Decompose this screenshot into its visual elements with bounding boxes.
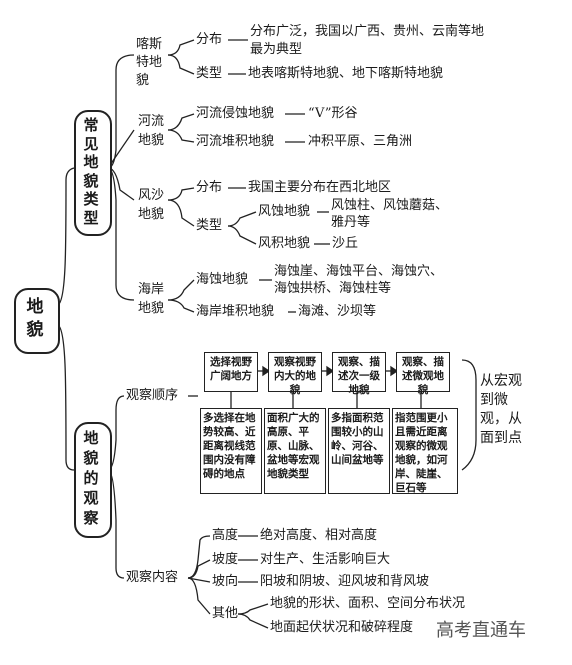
river-name: 河流地貌	[138, 114, 165, 148]
aeolian-erosion-text-2: 雅丹等	[331, 215, 371, 230]
karst-dist-label: 分布	[196, 32, 223, 47]
river-deposit-text: 冲积平原、三角洲	[308, 134, 413, 149]
aeolian-dist-text: 我国主要分布在西北地区	[248, 180, 392, 195]
step-head-box	[332, 352, 386, 392]
step-head-text: 观察、描述次一级地貌	[338, 356, 380, 396]
types-label: 常见地貌类型	[83, 116, 99, 227]
karst-type-text: 地表喀斯特地貌、地下喀斯特地貌	[248, 66, 444, 81]
aeolian-name: 风沙地貌	[138, 188, 165, 222]
coast-name: 海岸地貌	[138, 282, 165, 316]
content-other-text-2: 地面起伏状况和破碎程度	[270, 620, 414, 635]
coast-erosion-label: 海蚀地貌	[196, 272, 249, 287]
aeolian-erosion-text-1: 风蚀柱、风蚀蘑菇、	[331, 198, 449, 213]
river-erosion-text: “V”形谷	[308, 106, 358, 121]
coast-erosion-text-2: 海蚀拱桥、海蚀柱等	[274, 281, 392, 296]
karst-type-label: 类型	[196, 66, 223, 81]
root-label: 地貌	[26, 297, 44, 340]
coast-erosion-text-1: 海蚀崖、海蚀平台、海蚀穴、	[274, 264, 444, 279]
step-body-box	[264, 408, 326, 494]
observe-node	[74, 422, 112, 538]
observe-label: 地貌的观察	[83, 429, 99, 527]
types-node	[74, 110, 112, 236]
content-item-label: 坡度	[212, 552, 239, 567]
step-head-text: 选择视野广阔地方	[210, 356, 252, 382]
content-item-label: 坡向	[212, 574, 239, 589]
watermark: 高考直通车	[436, 620, 526, 641]
river-deposit-label: 河流堆积地貌	[196, 134, 275, 149]
order-label: 观察顺序	[126, 388, 179, 403]
karst-dist-text-1: 分布广泛，我国以广西、贵州、云南等地	[250, 24, 485, 39]
step-body-box	[200, 408, 262, 494]
content-item-text: 阳坡和阴坡、迎风坡和背风坡	[260, 574, 430, 589]
step-body-text: 面积广大的高原、平原、山脉、盆地等宏观地貌类型	[267, 412, 320, 480]
aeolian-dist-label: 分布	[196, 180, 223, 195]
root-node	[14, 288, 60, 354]
side-note: 从宏观到微观，从面到点	[480, 373, 522, 446]
content-item-text: 绝对高度、相对高度	[260, 528, 378, 543]
step-head-box	[268, 352, 322, 392]
content-other-text-1: 地貌的形状、面积、空间分布状况	[270, 596, 466, 611]
aeolian-deposit-text: 沙丘	[332, 236, 359, 251]
step-head-text: 观察视野内大的地貌	[274, 356, 316, 396]
step-body-text: 多选择在地势较高、近距离视线范围内没有障碍的地点	[203, 412, 256, 480]
river-erosion-label: 河流侵蚀地貌	[196, 106, 275, 121]
content-item-text: 对生产、生活影响巨大	[260, 552, 391, 567]
step-head-text: 观察、描述微观地貌	[402, 356, 444, 396]
karst-dist-text-2: 最为典型	[250, 42, 303, 57]
step-body-box	[392, 408, 458, 494]
content-label: 观察内容	[126, 570, 179, 585]
coast-deposit-text: 海滩、沙坝等	[298, 304, 377, 319]
aeolian-deposit-label: 风积地貌	[258, 236, 311, 251]
coast-deposit-label: 海岸堆积地貌	[196, 304, 275, 319]
karst-name: 喀斯特地貌	[136, 37, 163, 88]
step-head-box	[204, 352, 258, 392]
step-head-box	[396, 352, 450, 392]
content-other-label: 其他	[212, 606, 239, 621]
aeolian-erosion-label: 风蚀地貌	[258, 204, 311, 219]
step-body-box	[328, 408, 390, 494]
step-body-text: 指范围更小且需近距离观察的微观地貌，如河岸、陡崖、巨石等	[395, 412, 448, 494]
step-body-text: 多指面积范围较小的山岭、河谷、山间盆地等	[331, 412, 384, 466]
aeolian-type-label: 类型	[196, 218, 223, 233]
content-item-label: 高度	[212, 528, 239, 543]
